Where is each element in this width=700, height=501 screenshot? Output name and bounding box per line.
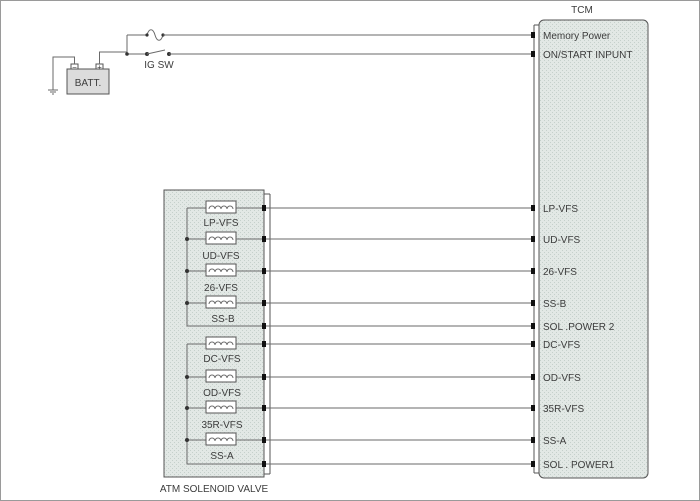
tcm-pin: OD-VFS — [531, 373, 581, 384]
solenoid-label: SS-B — [211, 314, 235, 325]
tcm-pin-terminal — [531, 405, 535, 411]
solenoid-label: SS-A — [210, 451, 234, 462]
ground-wire — [52, 56, 75, 90]
harness-wires — [266, 207, 531, 465]
tcm-pin-label: OD-VFS — [543, 373, 581, 384]
tcm-pin-terminal — [531, 51, 535, 57]
tcm-pin-label: LP-VFS — [543, 204, 578, 215]
tcm-pin-terminal — [531, 341, 535, 347]
battery-minus-symbol: − — [72, 63, 77, 72]
valve-terminal — [262, 323, 266, 329]
tcm-pin-label: ON/START INPUNT — [543, 50, 632, 61]
valve-terminal — [262, 236, 266, 242]
valve-terminal — [262, 205, 266, 211]
tcm-pin: DC-VFS — [531, 340, 581, 351]
tcm-pin-label: 26-VFS — [543, 267, 577, 278]
battery-label: BATT. — [75, 78, 101, 89]
ignition-switch-icon — [125, 35, 171, 56]
tcm-pin-label: UD-VFS — [543, 235, 581, 246]
solenoid: 26-VFS — [185, 263, 264, 294]
tcm-pin: 35R-VFS — [531, 404, 584, 415]
tcm-pin-label: SOL .POWER 2 — [543, 322, 615, 333]
valve-terminal — [262, 300, 266, 306]
solenoid-label: UD-VFS — [202, 251, 240, 262]
coil-icon — [205, 263, 237, 277]
solenoid-label: 26-VFS — [204, 283, 238, 294]
tcm-pin-label: SS-B — [543, 299, 567, 310]
battery-positive-wire — [99, 35, 128, 64]
tcm-pin-label: SS-A — [543, 436, 567, 447]
solenoid: DC-VFS — [187, 336, 264, 365]
solenoid: SS-B — [185, 295, 264, 325]
fuse-icon — [127, 29, 165, 41]
valve-terminal — [262, 437, 266, 443]
tcm-pin: SOL . POWER1 — [531, 460, 615, 471]
coil-icon — [205, 231, 237, 245]
common-rail-2 — [186, 344, 264, 465]
tcm-pin: LP-VFS — [531, 204, 578, 215]
solenoid-label: LP-VFS — [203, 218, 238, 229]
tcm-pin-terminal — [531, 461, 535, 467]
tcm-pin: 26-VFS — [531, 267, 577, 278]
tcm-pin: SOL .POWER 2 — [531, 322, 615, 333]
ignition-switch-label: IG SW — [144, 60, 174, 71]
solenoids: LP-VFS UD-VFS 26-VFS — [185, 200, 264, 462]
tcm-pin-terminal — [531, 323, 535, 329]
battery: − + BATT. — [66, 63, 110, 95]
coil-icon — [205, 295, 237, 309]
tcm-body — [538, 19, 649, 479]
tcm-pin: UD-VFS — [531, 235, 581, 246]
common-rail-1 — [186, 208, 264, 327]
solenoid: LP-VFS — [187, 200, 264, 229]
tcm-pin-terminal — [531, 437, 535, 443]
coil-icon — [205, 369, 237, 383]
tcm-pin: ON/START INPUNT — [531, 50, 632, 61]
solenoid: OD-VFS — [185, 369, 264, 399]
coil-icon — [205, 336, 237, 350]
solenoid: UD-VFS — [185, 231, 264, 262]
atm-solenoid-valve: ATM SOLENOID VALVE LP-VFS UD-VFS — [160, 189, 271, 495]
battery-plus-symbol: + — [97, 63, 102, 72]
tcm-pin-terminal — [531, 205, 535, 211]
valve-terminal — [262, 374, 266, 380]
solenoid-label: DC-VFS — [203, 354, 241, 365]
solenoid-label: OD-VFS — [203, 388, 241, 399]
tcm-pin-label: Memory Power — [543, 31, 611, 42]
power-supply: − + BATT. IG SW — [48, 29, 531, 95]
tcm-pin: SS-A — [531, 436, 567, 447]
ground-icon — [48, 89, 58, 95]
tcm-title: TCM — [571, 5, 593, 16]
solenoid-label: 35R-VFS — [201, 420, 242, 431]
valve-terminals — [262, 205, 266, 467]
valve-body-title: ATM SOLENOID VALVE — [160, 484, 269, 495]
coil-icon — [205, 200, 237, 214]
valve-terminal — [262, 341, 266, 347]
valve-terminal — [262, 461, 266, 467]
tcm-pin-terminal — [531, 32, 535, 38]
tcm-pin: SS-B — [531, 299, 567, 310]
solenoid: SS-A — [185, 432, 264, 462]
tcm-pin-label: 35R-VFS — [543, 404, 584, 415]
coil-icon — [205, 400, 237, 414]
tcm-pin: Memory Power — [531, 31, 611, 42]
tcm-pin-terminal — [531, 374, 535, 380]
solenoid: 35R-VFS — [185, 400, 264, 431]
tcm-pins: Memory Power ON/START INPUNT LP-VFS UD-V… — [531, 31, 632, 471]
tcm-pin-label: SOL . POWER1 — [543, 460, 615, 471]
coil-icon — [205, 432, 237, 446]
tcm-module: TCM Memory Power ON/START INPUNT LP-VFS … — [531, 5, 649, 479]
battery-body — [66, 68, 110, 95]
tcm-pin-terminal — [531, 300, 535, 306]
tcm-pin-label: DC-VFS — [543, 340, 581, 351]
tcm-pin-terminal — [531, 268, 535, 274]
valve-terminal — [262, 405, 266, 411]
valve-terminal — [262, 268, 266, 274]
tcm-pin-terminal — [531, 236, 535, 242]
